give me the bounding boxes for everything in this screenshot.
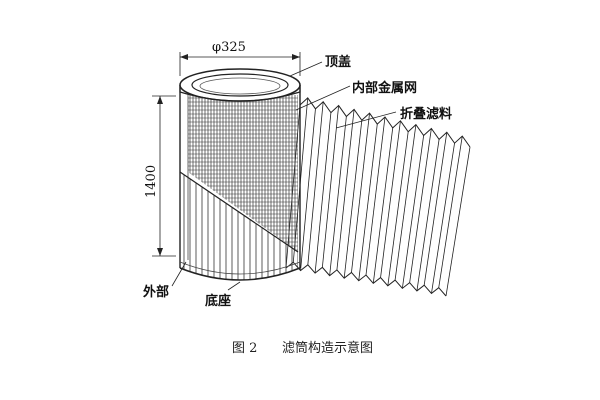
label-base: 底座: [205, 293, 231, 309]
inner-metal-mesh: [188, 95, 298, 252]
label-top-cover: 顶盖: [325, 54, 351, 70]
figure-number: 图 2: [232, 341, 257, 356]
diameter-dimension: φ325: [179, 40, 301, 76]
label-outer: 外部: [142, 284, 169, 300]
height-dimension: 1400: [144, 95, 176, 257]
label-inner-metal-mesh: 内部金属网: [352, 80, 417, 96]
leader-lines: [171, 61, 397, 291]
height-label: 1400: [144, 165, 159, 198]
cylinder-body: [179, 85, 301, 281]
figure-caption: 滤筒构造示意图: [282, 340, 373, 356]
diameter-label: φ325: [212, 40, 246, 55]
base-ring: [179, 267, 301, 281]
top-cover: [179, 68, 301, 102]
pleated-filter-media: [285, 97, 471, 297]
label-pleated-media: 折叠滤料: [400, 106, 452, 122]
